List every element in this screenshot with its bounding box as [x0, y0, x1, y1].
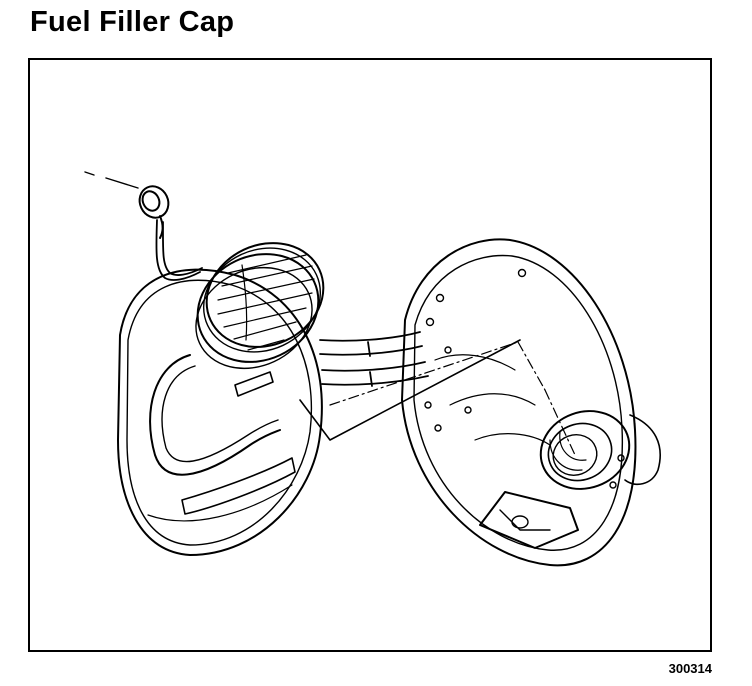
- leader-line: [84, 171, 139, 189]
- mounting-holes: [424, 268, 625, 489]
- illustration-frame: [28, 58, 712, 652]
- alignment-lines: [329, 341, 576, 456]
- figure-title: Fuel Filler Cap: [30, 6, 235, 38]
- hinge-strap: [299, 331, 521, 441]
- reference-number: 300314: [668, 661, 712, 676]
- fuel-filler-cap: [195, 242, 325, 370]
- tether-button: [138, 185, 170, 239]
- fuel-door-panel: [117, 268, 323, 556]
- fuel-door-housing: [401, 238, 661, 567]
